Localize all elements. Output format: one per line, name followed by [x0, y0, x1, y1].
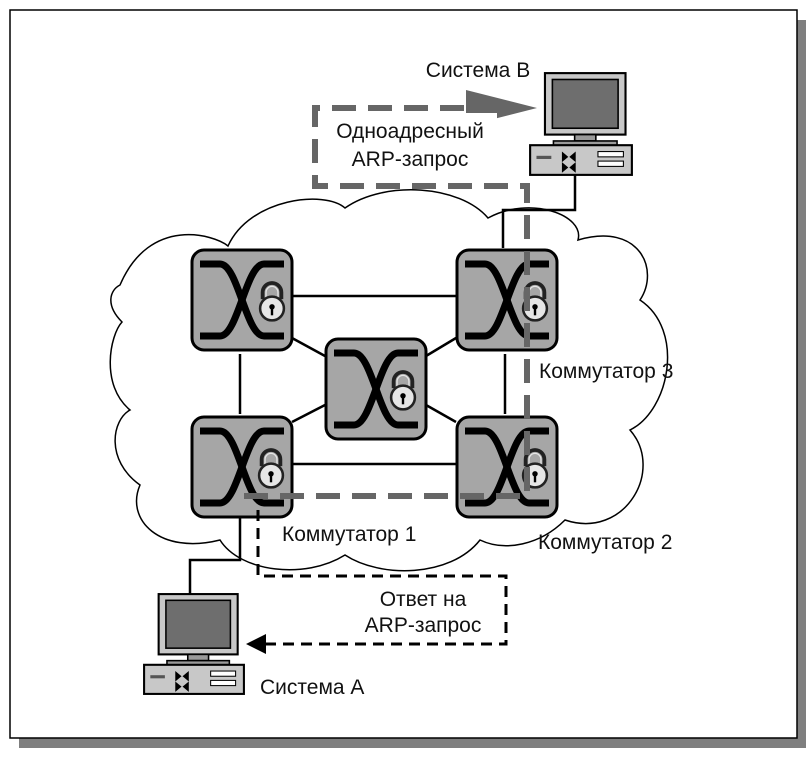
arrowhead-to-system-a	[246, 634, 266, 654]
system-a-computer-icon	[143, 593, 245, 695]
unicast-label-bg	[325, 113, 497, 175]
system-b-label: Система В	[426, 59, 530, 82]
cable-system-a	[188, 518, 242, 596]
system-b-computer-icon	[529, 72, 633, 176]
switch-2	[457, 417, 557, 517]
switch-center	[326, 339, 426, 439]
switch-3-label: Коммутатор 3	[539, 360, 673, 383]
reply-label-line1: Ответ на	[380, 588, 467, 611]
switch-3	[457, 250, 557, 350]
switch-top-left	[192, 250, 292, 350]
switch-1	[192, 417, 292, 517]
unicast-label-line2: ARP-запрос	[352, 148, 469, 171]
reply-label-line2: ARP-запрос	[365, 614, 482, 637]
reply-label-bg	[348, 584, 496, 636]
reply-path	[246, 510, 508, 654]
switch-2-label: Коммутатор 2	[538, 531, 672, 554]
switch-1-label: Коммутатор 1	[282, 523, 416, 546]
system-a-label: Система А	[260, 676, 364, 699]
unicast-label-line1: Одноадресный	[336, 120, 484, 143]
cable-system-b	[501, 174, 577, 248]
switch-links	[238, 294, 507, 466]
